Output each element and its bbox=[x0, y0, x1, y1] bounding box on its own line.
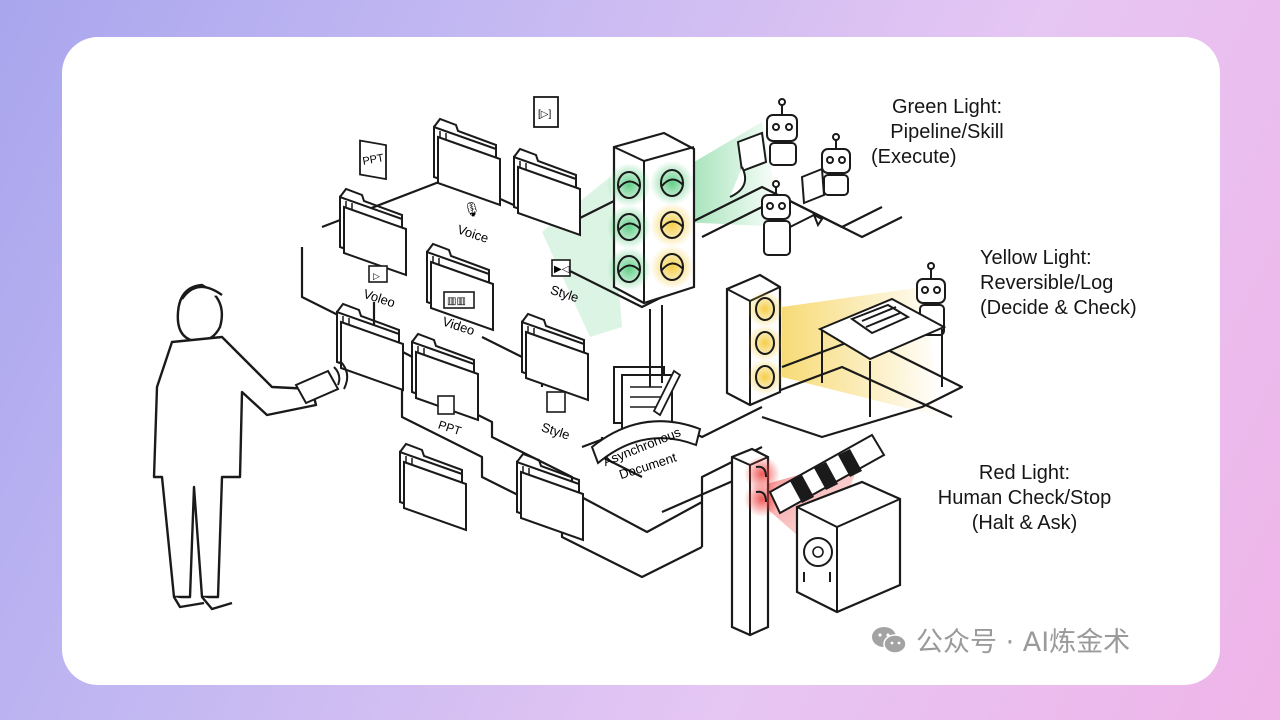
green-light-subtitle: Pipeline/Skill bbox=[890, 121, 1004, 143]
traffic-light-yellow bbox=[725, 273, 783, 407]
person-figure bbox=[152, 283, 318, 611]
folder-voice[interactable]: 🎙 Voice bbox=[426, 201, 494, 331]
folder-top-middle[interactable] bbox=[433, 118, 501, 206]
yellow-light-action: (Decide & Check) bbox=[980, 297, 1137, 319]
watermark-text: 公众号 · AI炼金术 bbox=[916, 627, 1131, 658]
play-icon: ▷ bbox=[373, 271, 380, 281]
folder-voice-label: Voice bbox=[456, 222, 491, 246]
red-light-title: Red Light: bbox=[978, 462, 1071, 484]
red-light-label: Red Light: Human Check/Stop (Halt & Ask) bbox=[917, 461, 1132, 536]
traffic-light-red bbox=[730, 447, 780, 637]
robot-at-desk bbox=[817, 262, 947, 417]
yellow-light-subtitle: Reversible/Log bbox=[980, 272, 1114, 294]
green-light-title: Green Light: bbox=[891, 96, 1003, 118]
folder-ppt-top[interactable]: PPT bbox=[339, 139, 407, 276]
safe-icon bbox=[795, 480, 902, 614]
phone-icon[interactable] bbox=[294, 360, 349, 405]
folder-top-right[interactable]: [▷] bbox=[513, 96, 581, 236]
folder-ppt-top-label: PPT bbox=[362, 152, 385, 168]
yellow-light-label: Yellow Light: Reversible/Log (Decide & C… bbox=[972, 246, 1172, 321]
yellow-light-title: Yellow Light: bbox=[980, 247, 1092, 269]
folder-ppt-bottom[interactable]: PPT bbox=[399, 395, 467, 531]
diagram-card: PPT [▷] 🎙 Voice ▷ Voleo ▥▥ Video bbox=[62, 37, 1220, 685]
barrier-icon bbox=[768, 433, 886, 515]
watermark: 公众号 · AI炼金术 bbox=[870, 620, 1130, 659]
traffic-light-main bbox=[607, 131, 696, 387]
red-light-action: (Halt & Ask) bbox=[971, 512, 1078, 534]
red-light-subtitle: Human Check/Stop bbox=[937, 487, 1112, 509]
mic-icon: 🎙 bbox=[463, 201, 481, 217]
green-light-action: (Execute) bbox=[871, 146, 957, 168]
camera-icon: ▶◁ bbox=[554, 264, 570, 275]
asynchronous-document[interactable]: Asynchronous Document bbox=[590, 366, 702, 482]
wechat-icon bbox=[872, 626, 907, 654]
play-icon: [▷] bbox=[538, 109, 551, 120]
green-light-label: Green Light: Pipeline/Skill (Execute) bbox=[852, 95, 1042, 170]
robot-icon bbox=[729, 98, 851, 256]
folder-voleo-label: Voleo bbox=[362, 286, 398, 310]
folder-style-lower-label: Style bbox=[540, 419, 572, 442]
pen-icon bbox=[652, 369, 682, 417]
illustration: PPT [▷] 🎙 Voice ▷ Voleo ▥▥ Video bbox=[152, 96, 964, 637]
film-icon: ▥▥ bbox=[447, 296, 466, 307]
